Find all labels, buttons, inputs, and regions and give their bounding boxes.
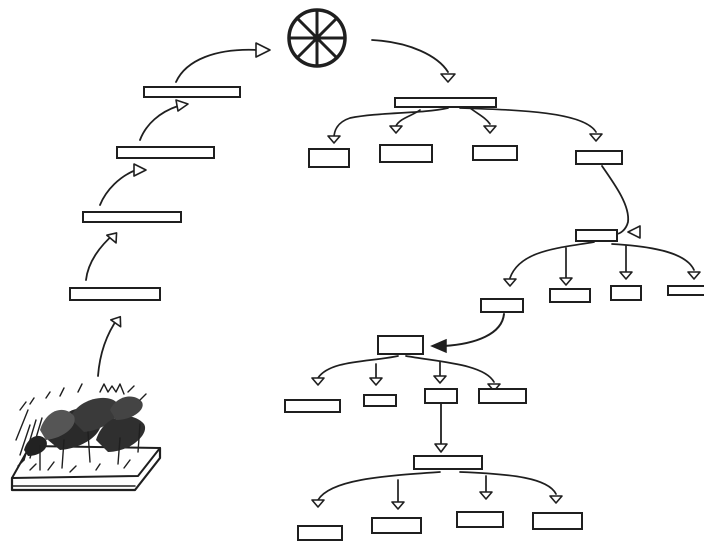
node-l4-1 — [480, 298, 524, 313]
arrow-head — [440, 73, 456, 83]
landscape-texture — [15, 383, 147, 473]
node-l8-4 — [532, 512, 583, 530]
arrow-head — [106, 232, 118, 244]
connector-landscape-bar1 — [97, 317, 119, 377]
bar-2 — [82, 211, 182, 223]
node-l6-4 — [478, 388, 527, 404]
arrow-head — [109, 315, 122, 328]
node-l2-1 — [308, 148, 350, 168]
node-l5 — [377, 335, 424, 355]
connector-bar1-bar2 — [85, 233, 115, 281]
arrow-head — [133, 163, 147, 177]
arrow-head — [175, 99, 189, 112]
node-l4-3 — [610, 285, 642, 301]
node-l2-3 — [472, 145, 518, 161]
node-l4-4 — [667, 285, 704, 296]
wheel-symbol — [287, 8, 347, 68]
bar-3 — [116, 146, 215, 159]
landscape-sketch — [10, 383, 162, 492]
node-l2-2 — [379, 144, 433, 163]
node-l2-4 — [575, 150, 623, 165]
connector-bar3-bar4 — [139, 105, 179, 141]
node-l6-3 — [424, 388, 458, 404]
connector-bar4-wheel — [175, 48, 259, 83]
stacked-bars-left — [69, 42, 271, 377]
node-root — [394, 97, 497, 108]
node-l6-1 — [284, 399, 341, 413]
tree-hierarchy-right — [284, 39, 704, 541]
node-l7 — [413, 455, 483, 470]
connector-wheel-root — [371, 39, 449, 73]
node-l6-2 — [363, 394, 397, 407]
node-l4-2 — [549, 288, 591, 303]
node-l8-2 — [371, 517, 422, 534]
node-l3 — [575, 229, 618, 242]
bar-4 — [143, 86, 241, 98]
node-l8-3 — [456, 511, 504, 528]
landscape-base — [10, 445, 162, 492]
arrow-head — [255, 42, 271, 58]
bar-1 — [69, 287, 161, 301]
node-l8-1 — [297, 525, 343, 541]
connector-bar2-bar3 — [99, 169, 137, 206]
